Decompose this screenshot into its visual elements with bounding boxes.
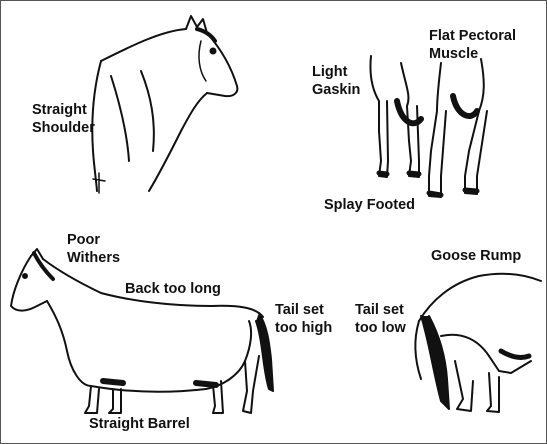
label-flat-pectoral-line1: Flat Pectoral (429, 27, 516, 45)
label-tail-low-line2: too low (355, 319, 406, 337)
label-straight-shoulder-line1: Straight (32, 101, 95, 119)
label-straight-shoulder: Straight Shoulder (32, 101, 95, 137)
label-back-too-long: Back too long (125, 280, 221, 298)
label-tail-set-too-low: Tail set too low (355, 301, 406, 337)
label-straight-barrel-text: Straight Barrel (89, 415, 190, 433)
label-tail-low-line1: Tail set (355, 301, 406, 319)
label-straight-barrel: Straight Barrel (89, 415, 190, 433)
horse-legs-illustration (370, 56, 487, 197)
label-tail-high-line1: Tail set (275, 301, 332, 319)
label-tail-high-line2: too high (275, 319, 332, 337)
label-flat-pectoral-line2: Muscle (429, 45, 516, 63)
label-poor-withers-line2: Withers (67, 249, 120, 267)
label-light-gaskin: Light Gaskin (312, 63, 360, 99)
label-goose-rump: Goose Rump (431, 247, 521, 265)
label-splay-footed: Splay Footed (324, 196, 415, 214)
label-splay-footed-text: Splay Footed (324, 196, 415, 214)
label-light-gaskin-line2: Gaskin (312, 81, 360, 99)
horse-head-illustration (92, 16, 237, 193)
label-poor-withers: Poor Withers (67, 231, 120, 267)
label-poor-withers-line1: Poor (67, 231, 120, 249)
label-flat-pectoral-muscle: Flat Pectoral Muscle (429, 27, 516, 63)
label-light-gaskin-line1: Light (312, 63, 360, 81)
label-back-too-long-text: Back too long (125, 280, 221, 298)
horse-body-illustration (11, 249, 273, 413)
label-tail-set-too-high: Tail set too high (275, 301, 332, 337)
horse-rump-illustration (415, 274, 541, 412)
label-straight-shoulder-line2: Shoulder (32, 119, 95, 137)
label-goose-rump-text: Goose Rump (431, 247, 521, 265)
